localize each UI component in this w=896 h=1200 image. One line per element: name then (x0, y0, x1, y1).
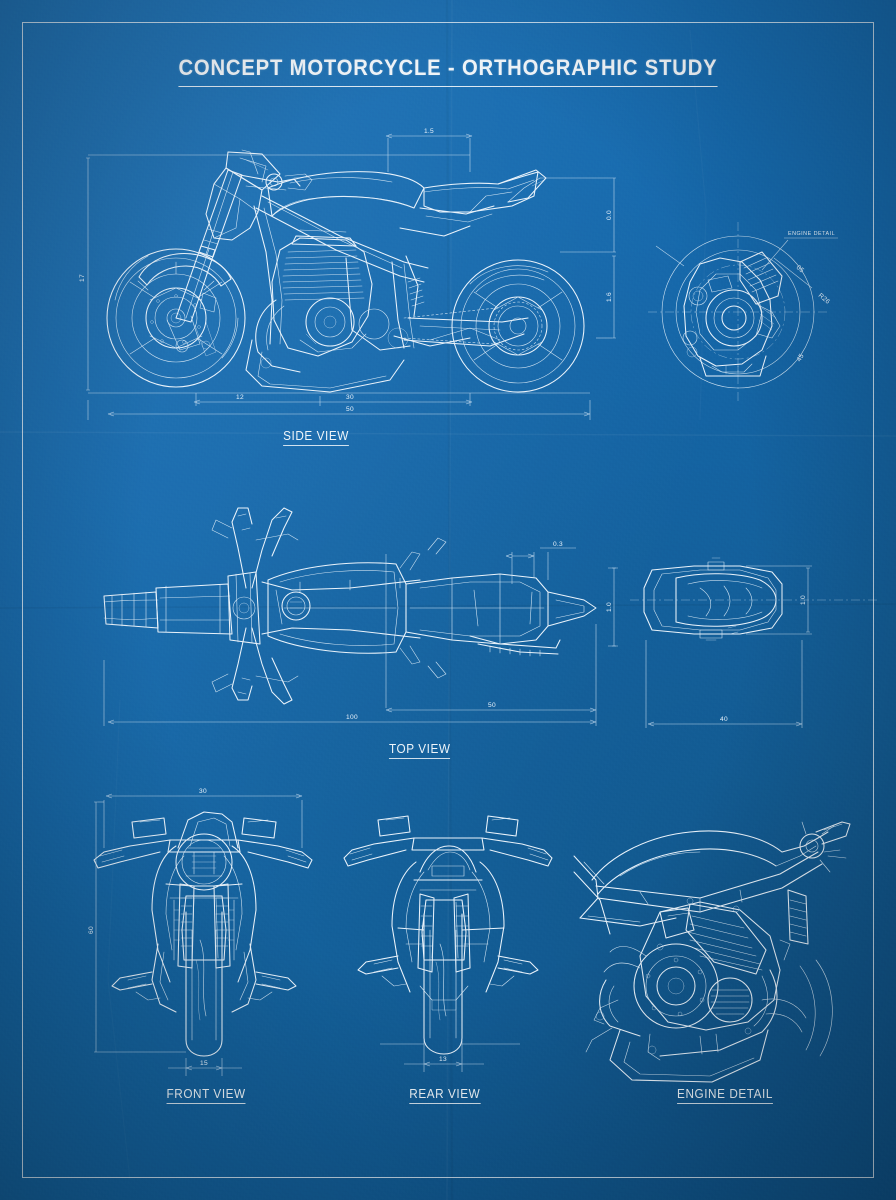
engine-detail-drawing (573, 821, 851, 1083)
label-front-view: FRONT VIEW (126, 1085, 286, 1104)
tank-top-drawing: 1.0 40 1.0 (606, 557, 880, 728)
side-dim-upper-right: 0.0 (606, 210, 613, 220)
page-title: CONCEPT MOTORCYCLE - ORTHOGRAPHIC STUDY (178, 55, 718, 87)
front-dim-height: 60 (88, 926, 95, 934)
top-dim-rear: 50 (488, 702, 496, 709)
side-dim-length: 50 (346, 406, 354, 413)
side-dim-lower-right: 1.6 (606, 292, 613, 302)
front-dim-tyre: 15 (200, 1060, 208, 1067)
side-dim-tail: 1.5 (424, 128, 434, 135)
rear-view-drawing: 13 (343, 815, 553, 1072)
label-side-view: SIDE VIEW (236, 427, 396, 446)
engine-radial-dim-2: R26 (817, 292, 831, 306)
label-rear-view: REAR VIEW (375, 1085, 515, 1104)
side-dim-rear-span: 30 (346, 394, 354, 401)
top-view-drawing: 100 50 0.3 (103, 507, 597, 726)
label-top-view: TOP VIEW (330, 740, 510, 759)
front-dim-handlebar: 30 (199, 788, 207, 795)
top-dim-width: 1.0 (606, 602, 613, 612)
tank-dim-width: 1.0 (800, 595, 807, 605)
side-dim-wheelbase-front: 12 (236, 394, 244, 401)
engine-radial-dim-1: 05 (795, 264, 806, 274)
engine-top-detail-drawing: ENGINE DETAIL 05 R26 45 (648, 222, 838, 402)
label-engine-detail: ENGINE DETAIL (625, 1085, 825, 1104)
tank-dim-length: 40 (720, 716, 728, 723)
top-dim-length: 100 (346, 714, 358, 721)
front-view-drawing: 30 60 15 (88, 788, 313, 1076)
rear-dim-tyre: 13 (439, 1056, 447, 1063)
side-dim-height: 17 (79, 274, 86, 282)
top-dim-mirror: 0.3 (553, 541, 563, 548)
engine-radial-dim-3: 45 (796, 353, 806, 363)
side-view-drawing: 17 12 30 50 1.5 0.0 1.6 (79, 128, 616, 420)
engine-callout-label: ENGINE DETAIL (788, 231, 835, 237)
title-block: CONCEPT MOTORCYCLE - ORTHOGRAPHIC STUDY (0, 55, 896, 87)
